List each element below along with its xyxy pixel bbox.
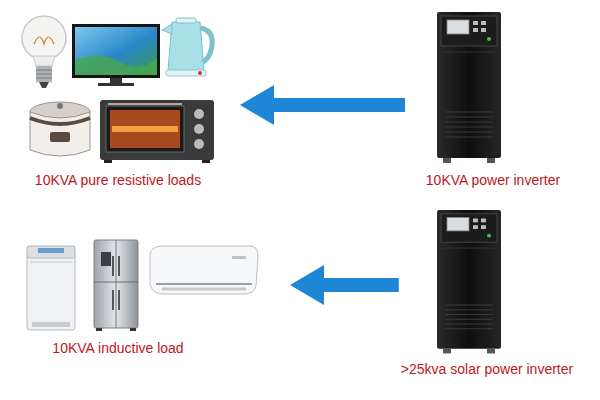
- arrow-shaft: [322, 278, 399, 292]
- light-bulb: [22, 16, 66, 88]
- flow-arrow: [290, 265, 399, 305]
- inverter-group: 10KVA power inverter: [405, 5, 592, 195]
- appliance-group: 10KVA pure resistive loads: [10, 5, 240, 195]
- air-conditioner: [150, 246, 258, 294]
- arrow-head: [240, 85, 274, 125]
- node-label: 10KVA pure resistive loads: [35, 172, 201, 188]
- appliance-group: 10KVA inductive load: [10, 230, 290, 365]
- washing-machine: [27, 246, 75, 330]
- inverter-cabinet: [437, 12, 501, 163]
- refrigerator: [94, 240, 138, 331]
- arrow-head: [290, 265, 324, 305]
- arrow-shaft: [272, 98, 405, 112]
- node-label: 10KVA power inverter: [426, 172, 560, 188]
- flow-arrow: [240, 85, 405, 125]
- electric-kettle: [162, 18, 212, 76]
- television: [72, 24, 160, 86]
- node-label: >25kva solar power inverter: [401, 361, 573, 377]
- inverter-cabinet: [437, 210, 501, 353]
- node-label: 10KVA inductive load: [52, 340, 183, 356]
- toaster-oven: [100, 100, 214, 163]
- rice-cooker: [30, 102, 90, 156]
- inverter-group: >25kva solar power inverter: [399, 200, 592, 392]
